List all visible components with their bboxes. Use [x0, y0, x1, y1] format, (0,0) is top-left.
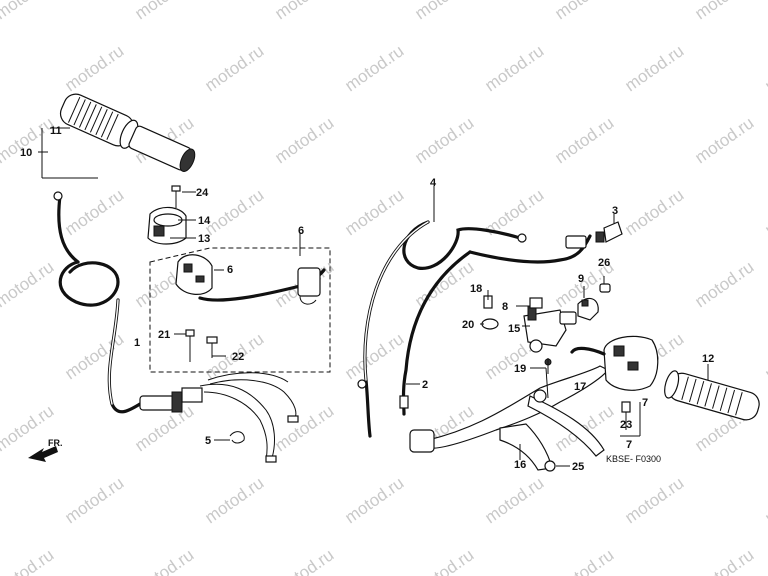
callout-20: 20 [462, 319, 474, 331]
watermark-text: motod.ru [271, 0, 337, 23]
brake-lever-assembly [409, 365, 609, 472]
watermark-text: motod.ru [621, 185, 687, 239]
watermark-text: motod.ru [481, 41, 547, 95]
lever-boot [409, 429, 435, 453]
callout-11: 11 [50, 125, 62, 137]
callout-22: 22 [232, 351, 244, 363]
watermark-text: motod.ru [201, 185, 267, 239]
watermark-text: motod.ru [621, 473, 687, 527]
watermark-text: motod.ru [761, 41, 768, 95]
watermark-text: motod.ru [411, 257, 477, 311]
callout-5: 5 [205, 435, 211, 447]
callout-13: 13 [198, 233, 210, 245]
watermark-text: motod.ru [551, 545, 617, 576]
left-switch-housing [175, 254, 213, 295]
callout-23: 23 [620, 419, 632, 431]
diagram-code: KBSE- F0300 [606, 454, 661, 464]
callout-14: 14 [198, 215, 211, 227]
watermark-text: motod.ru [411, 545, 477, 576]
watermark-text: motod.ru [271, 113, 337, 167]
callout-19: 19 [514, 363, 526, 375]
watermark-text: motod.ru [411, 0, 477, 23]
callout-21: 21 [158, 329, 170, 341]
watermark-text: motod.ru [61, 41, 127, 95]
lower-cables [199, 372, 299, 463]
lever-bracket [480, 290, 577, 374]
switch-9-clip [577, 276, 611, 321]
watermark-text: motod.ru [691, 545, 757, 576]
cable-clamp-3 [595, 214, 623, 243]
right-grip [668, 372, 760, 421]
callout-17: 17 [574, 381, 586, 393]
watermark-text: motod.ru [761, 329, 768, 383]
watermark-text: motod.ru [0, 545, 57, 576]
watermark-text: motod.ru [411, 113, 477, 167]
watermark-text: motod.ru [341, 41, 407, 95]
callout-4: 4 [430, 177, 437, 189]
watermark-text: motod.ru [341, 473, 407, 527]
callout-10: 10 [20, 147, 32, 159]
watermark-text: motod.ru [0, 257, 57, 311]
callout-12: 12 [702, 353, 714, 365]
watermark-text: motod.ru [0, 0, 57, 23]
watermark-text: motod.ru [621, 41, 687, 95]
lever-cover [499, 423, 553, 471]
left-switch-box [149, 232, 331, 373]
callout-18: 18 [470, 283, 482, 295]
watermark-text: motod.ru [131, 545, 197, 576]
callout-15: 15 [508, 323, 520, 335]
brake-lever [427, 365, 609, 449]
callout-24: 24 [196, 187, 209, 199]
watermark-text: motod.ru [341, 329, 407, 383]
watermark-text: motod.ru [341, 185, 407, 239]
watermark-text: motod.ru [551, 0, 617, 23]
callout-1: 1 [134, 337, 140, 349]
right-switch-assembly [570, 335, 760, 437]
callout-6-switch: 6 [227, 264, 233, 276]
throttle-grip-assembly [59, 93, 196, 245]
watermark-text: motod.ru [201, 473, 267, 527]
watermark-text: motod.ru [691, 113, 757, 167]
callout-3: 3 [612, 205, 618, 217]
callout-16: 16 [514, 459, 526, 471]
front-direction-arrow [28, 446, 58, 462]
watermark-text: motod.ru [131, 0, 197, 23]
callout-6-top: 6 [298, 225, 304, 237]
watermark-text: motod.ru [271, 401, 337, 455]
watermark-text: motod.ru [61, 185, 127, 239]
callout-8: 8 [502, 301, 508, 313]
leader-lines-left [38, 127, 196, 239]
watermark-text: motod.ru [201, 41, 267, 95]
watermark-text: motod.ru [691, 257, 757, 311]
watermark-text: motod.ru [761, 473, 768, 527]
watermark-text: motod.ru [551, 113, 617, 167]
callout-26: 26 [598, 257, 610, 269]
watermark-text: motod.ru [691, 0, 757, 23]
callout-labels: 1 2 3 4 5 6 6 7 7 8 9 10 11 12 13 14 15 … [20, 125, 714, 473]
throttle-cable [53, 191, 203, 414]
watermark-text: motod.ru [481, 473, 547, 527]
clutch-cables [357, 186, 592, 438]
callout-7-lower: 7 [626, 439, 632, 451]
watermark-text: motod.ru [61, 329, 127, 383]
watermark-text: motod.ru [271, 545, 337, 576]
watermark-text: motod.ru [61, 473, 127, 527]
callout-2: 2 [422, 379, 428, 391]
callout-9: 9 [578, 273, 584, 285]
callout-25: 25 [572, 461, 584, 473]
front-direction-label: FR. [48, 438, 63, 448]
watermark-text: motod.ru [0, 113, 57, 167]
callout-7-upper: 7 [642, 397, 648, 409]
watermark-text: motod.ru [761, 185, 768, 239]
